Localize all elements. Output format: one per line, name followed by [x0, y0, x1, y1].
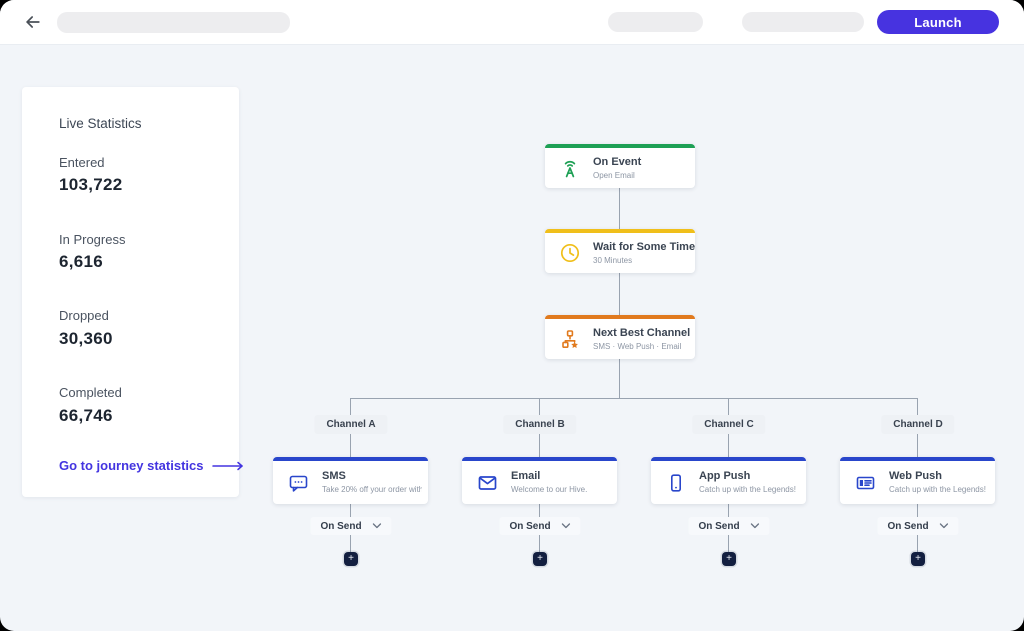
on-send-label: On Send — [887, 520, 929, 532]
stats-title: Live Statistics — [59, 116, 142, 131]
topbar: Launch — [0, 0, 1024, 45]
node-web-push[interactable]: Web Push Catch up with the Legends! — [840, 457, 995, 504]
arrow-left-icon — [23, 12, 43, 32]
on-send-label: On Send — [698, 520, 740, 532]
channel-a-label: Channel A — [314, 415, 388, 434]
on-send-label: On Send — [320, 520, 362, 532]
sms-icon — [286, 471, 311, 495]
app-push-icon — [664, 471, 688, 495]
channel-b-label: Channel B — [503, 415, 577, 434]
channel-c-label: Channel C — [692, 415, 766, 434]
topbar-skeleton-2 — [742, 12, 864, 32]
node-subtitle: Catch up with the Legends! — [699, 485, 796, 494]
add-step-button-b[interactable]: + — [533, 552, 547, 566]
journey-title-skeleton — [57, 11, 290, 33]
chevron-down-icon — [939, 523, 949, 529]
node-subtitle: Catch up with the Legends! — [889, 485, 986, 494]
node-email[interactable]: Email Welcome to our Hive. — [462, 457, 617, 504]
node-app-push[interactable]: App Push Catch up with the Legends! — [651, 457, 806, 504]
chevron-down-icon — [372, 523, 382, 529]
journey-statistics-link[interactable]: Go to journey statistics — [59, 458, 244, 473]
on-send-dropdown-c[interactable]: On Send — [688, 517, 770, 535]
email-icon — [475, 471, 500, 495]
topbar-skeleton-1 — [608, 12, 703, 32]
add-step-button-c[interactable]: + — [722, 552, 736, 566]
node-title: SMS — [322, 470, 346, 482]
stat-value-inprogress: 6,616 — [59, 252, 104, 271]
node-subtitle: SMS · Web Push · Email — [593, 341, 682, 351]
node-subtitle: Open Email — [593, 170, 635, 180]
channel-d-label: Channel D — [881, 415, 955, 434]
launch-button[interactable]: Launch — [877, 10, 999, 34]
stat-label-dropped: Dropped — [59, 308, 109, 323]
node-title: On Event — [593, 155, 642, 168]
stat-value-entered: 103,722 — [59, 175, 123, 194]
arrow-right-icon — [212, 461, 244, 471]
node-sms[interactable]: SMS Take 20% off your order with code ..… — [273, 457, 428, 504]
node-subtitle: 30 Minutes — [593, 255, 633, 265]
connector — [619, 188, 620, 229]
connector — [351, 398, 918, 399]
node-title: Email — [511, 470, 541, 482]
chevron-down-icon — [561, 523, 571, 529]
back-button[interactable] — [22, 11, 44, 33]
node-wait[interactable]: Wait for Some Time 30 Minutes — [545, 229, 695, 273]
stat-label-completed: Completed — [59, 385, 122, 400]
stat-label-inprogress: In Progress — [59, 232, 126, 247]
node-subtitle: Take 20% off your order with code ... — [322, 485, 422, 494]
node-subtitle: Welcome to our Hive. — [511, 485, 588, 494]
add-step-button-d[interactable]: + — [911, 552, 925, 566]
clock-icon — [558, 241, 582, 265]
node-title: Next Best Channel — [593, 326, 691, 339]
journey-statistics-link-label: Go to journey statistics — [59, 458, 204, 473]
on-send-label: On Send — [509, 520, 551, 532]
on-send-dropdown-b[interactable]: On Send — [499, 517, 581, 535]
stat-label-entered: Entered — [59, 155, 105, 170]
connector — [619, 273, 620, 315]
web-push-icon — [853, 471, 878, 495]
on-send-dropdown-d[interactable]: On Send — [877, 517, 959, 535]
broadcast-icon — [558, 156, 582, 180]
hierarchy-star-icon — [558, 327, 582, 351]
connector — [619, 359, 620, 398]
journey-canvas: Live Statistics Entered 103,722 In Progr… — [0, 45, 1024, 631]
chevron-down-icon — [750, 523, 760, 529]
node-on-event[interactable]: On Event Open Email — [545, 144, 695, 188]
live-statistics-panel: Live Statistics Entered 103,722 In Progr… — [22, 87, 244, 497]
add-step-button-a[interactable]: + — [344, 552, 358, 566]
stat-value-completed: 66,746 — [59, 406, 113, 425]
node-next-best-channel[interactable]: Next Best Channel SMS · Web Push · Email — [545, 315, 695, 359]
on-send-dropdown-a[interactable]: On Send — [310, 517, 392, 535]
stat-value-dropped: 30,360 — [59, 329, 113, 348]
node-title: Web Push — [889, 470, 942, 482]
node-title: App Push — [699, 470, 751, 482]
node-title: Wait for Some Time — [593, 240, 696, 253]
